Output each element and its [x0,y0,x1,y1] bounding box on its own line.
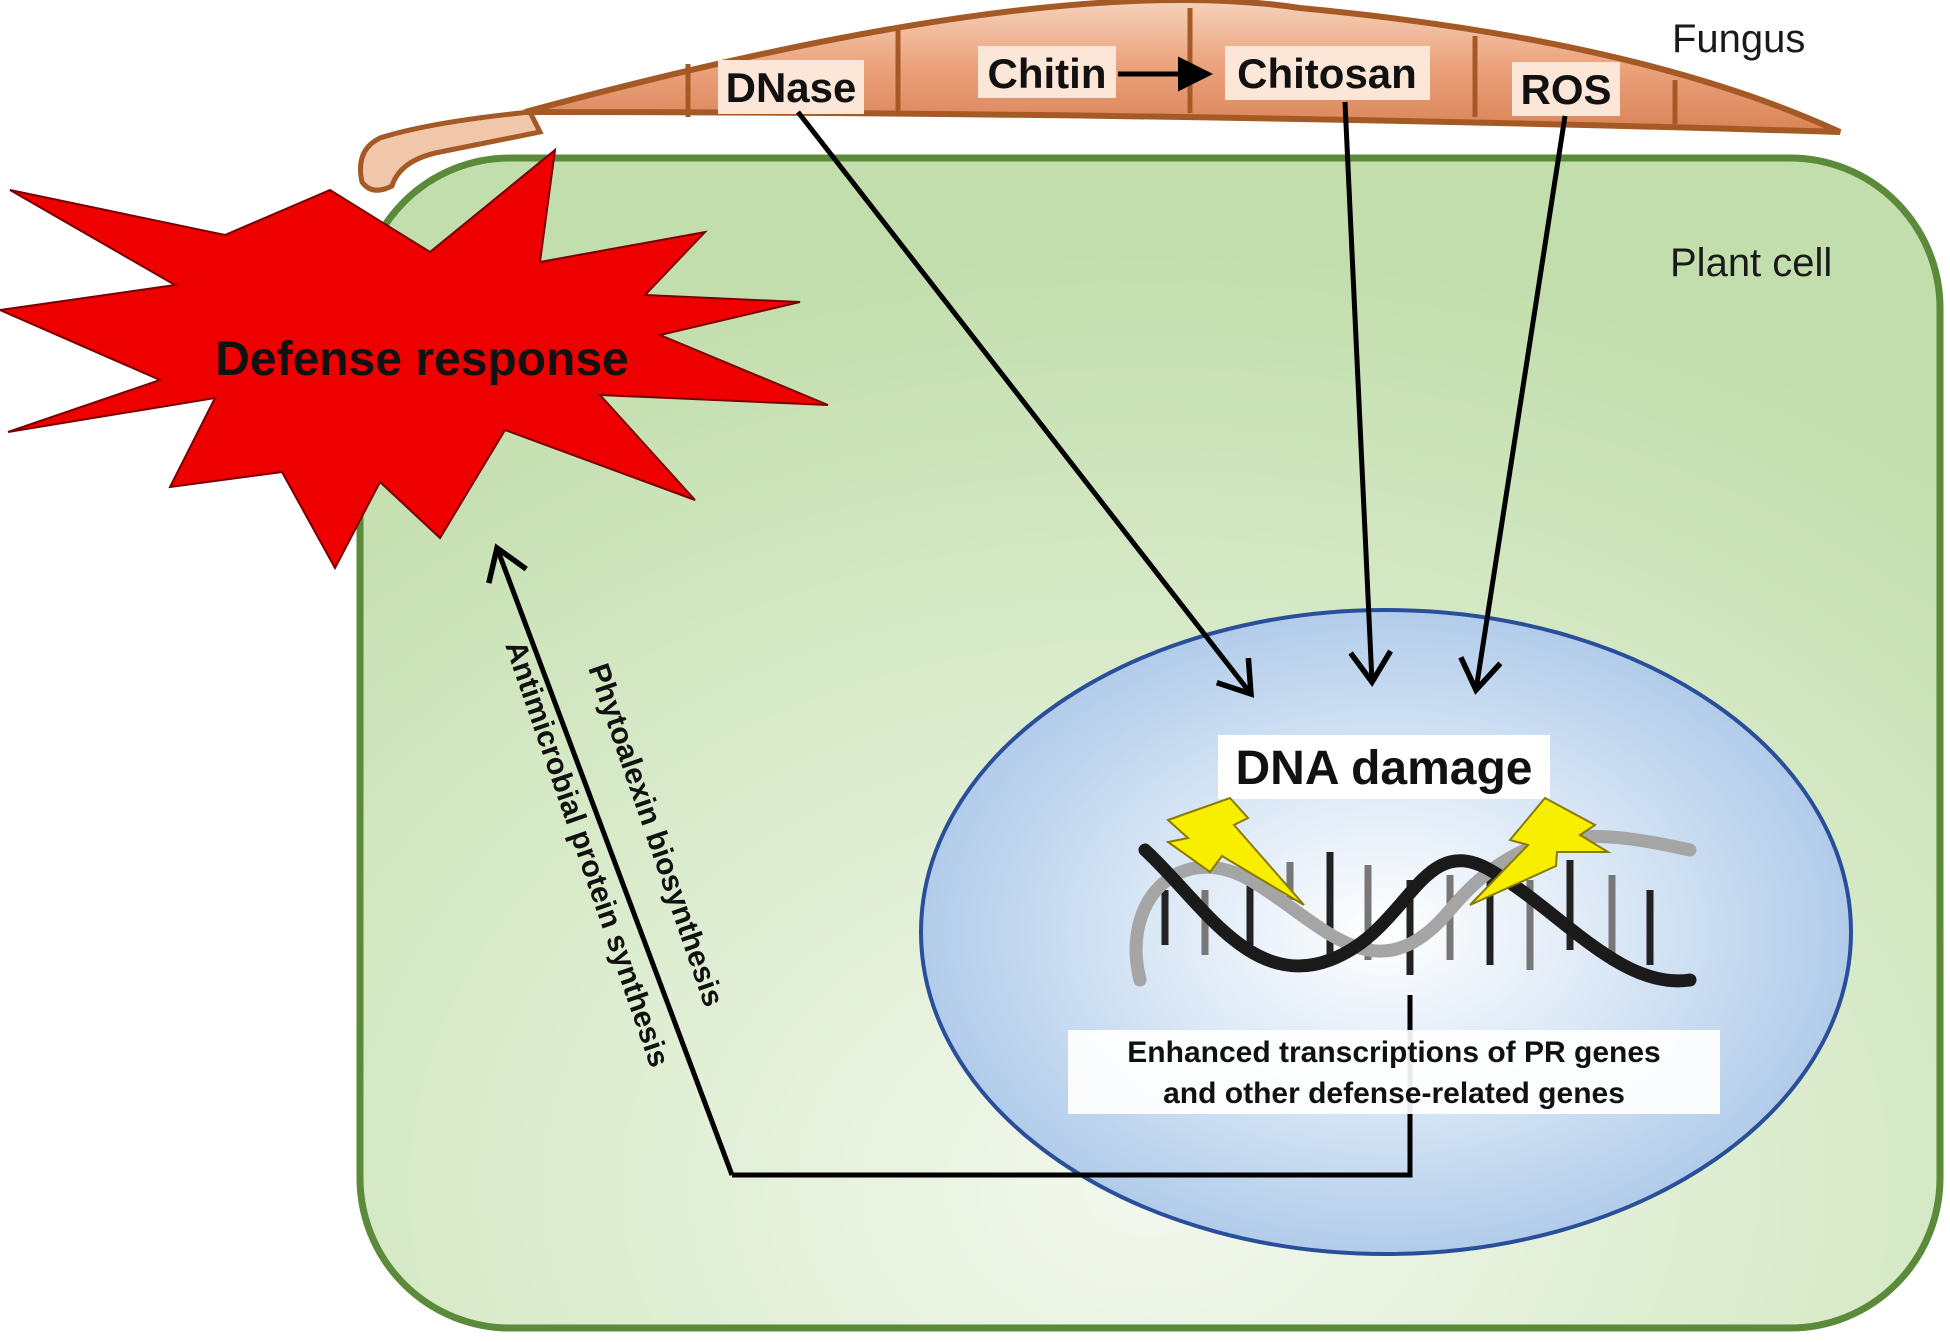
chitosan-label-bg [1225,46,1430,100]
dna-damage-label: DNA damage [1236,742,1533,795]
lightning-bolt-right-icon [1469,796,1612,906]
ros-to-dna-arrow [1458,115,1568,695]
plant-cell-label: Plant cell [1670,241,1832,285]
feedback-to-defense-arrow [486,543,735,1176]
chitin-label-bg [978,46,1116,98]
enhanced-label-bg [1068,1030,1720,1114]
enhanced-label-line1: Enhanced transcriptions of PR genes [1127,1036,1660,1069]
enhanced-label-line2: and other defense-related genes [1163,1077,1625,1110]
chitin-label: Chitin [988,50,1107,97]
dnase-label: DNase [726,64,857,111]
defense-starburst [0,147,829,571]
defense-response-label: Defense response [215,333,629,386]
dna-helix [1129,830,1697,988]
ros-label: ROS [1520,66,1611,113]
dnase-to-dna-arrow [796,110,1255,698]
chitosan-label: Chitosan [1237,50,1417,97]
dnase-label-bg [718,60,864,114]
lightning-bolt-left-icon [1165,796,1305,906]
chitosan-to-dna-arrow [1342,101,1393,687]
nucleus [919,608,1853,1256]
ros-label-bg [1512,62,1620,116]
dna-damage-label-bg [1218,735,1550,799]
fungus-label: Fungus [1672,17,1805,61]
